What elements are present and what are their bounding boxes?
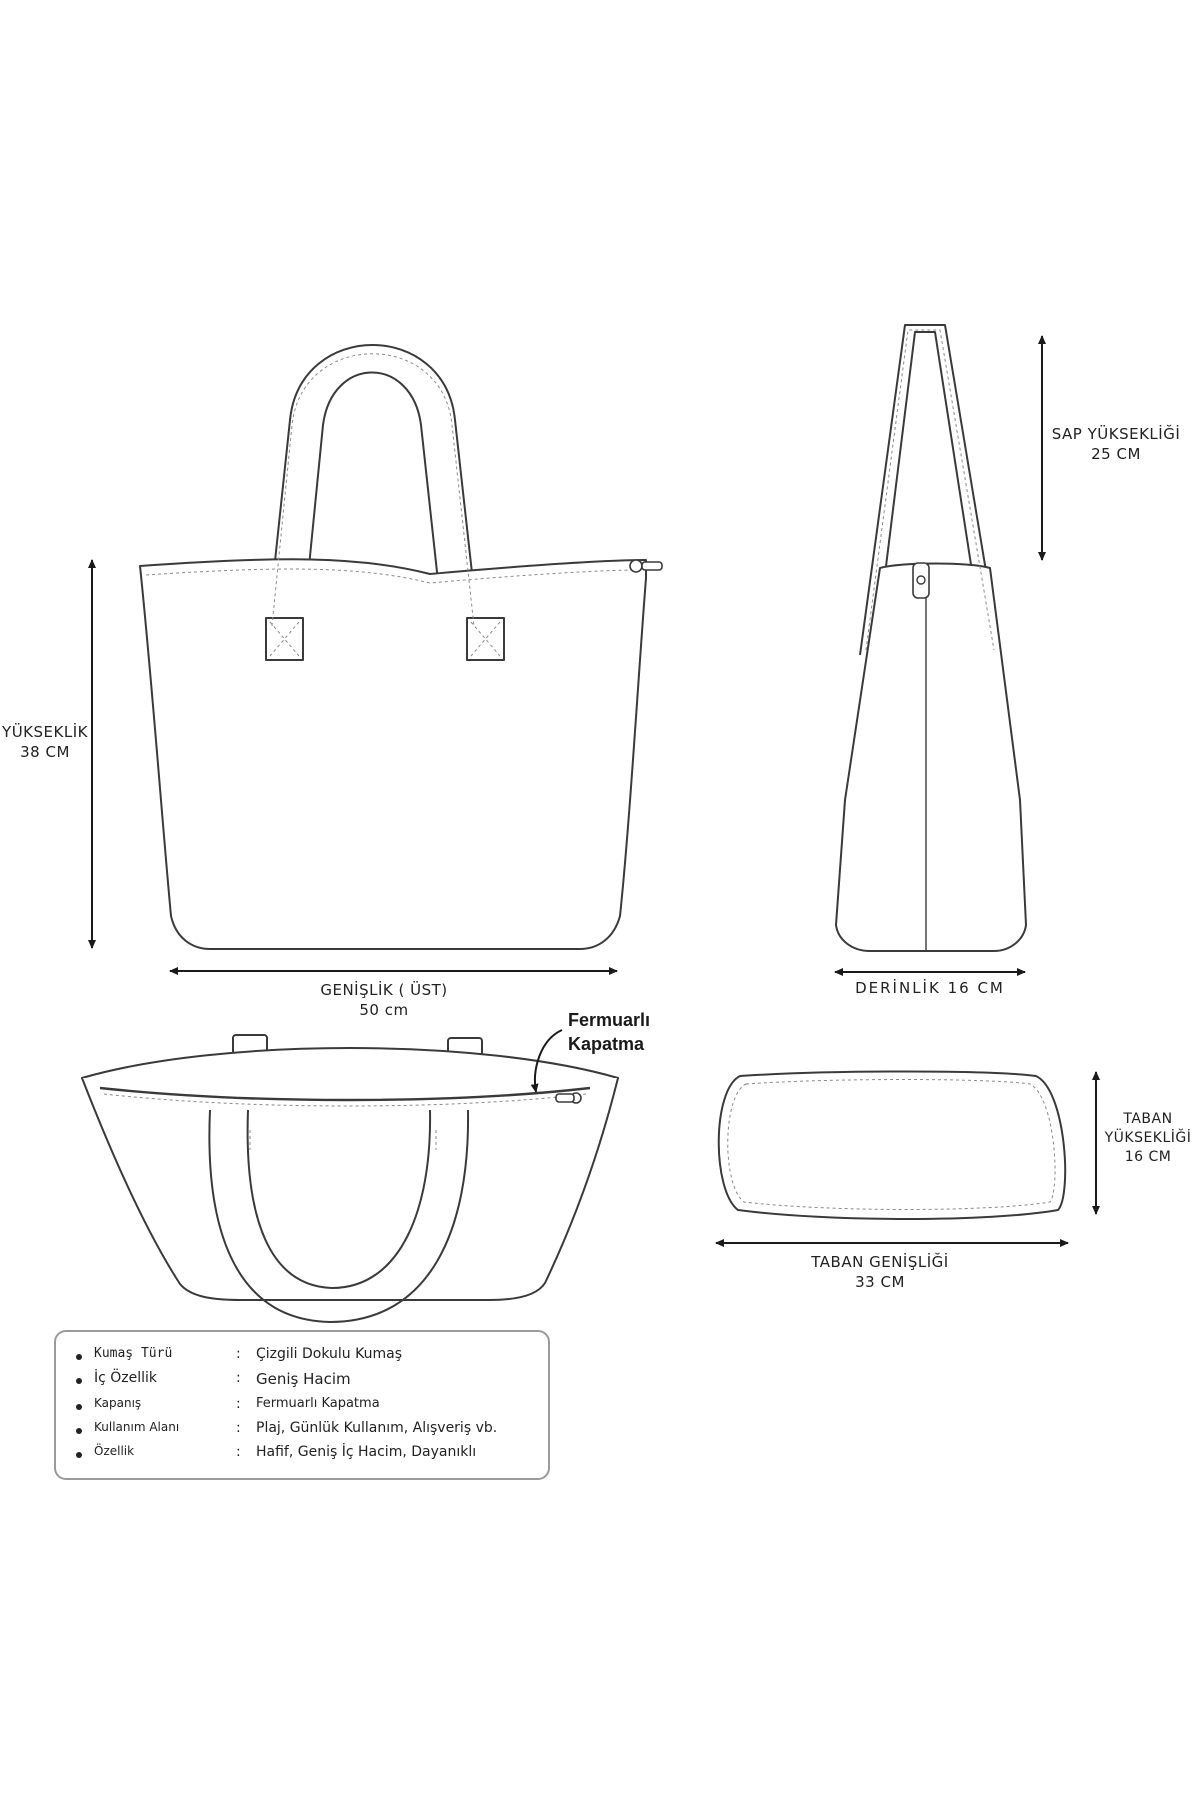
spec-colon: :	[236, 1370, 241, 1386]
height-label-title: YÜKSEKLİK	[2, 723, 88, 741]
width-label-value: 50 cm	[359, 1001, 409, 1020]
depth-label-text: DERİNLİK 16 CM	[855, 979, 1005, 997]
height-label-value: 38 CM	[20, 743, 70, 762]
spec-key: Kullanım Alanı	[94, 1420, 180, 1434]
spec-value: Fermuarlı Kapatma	[256, 1396, 380, 1411]
base-height-line2: YÜKSEKLİĞİ	[1104, 1129, 1192, 1146]
side-view-bag	[835, 324, 1027, 952]
zipper-callout: Fermuarlı Kapatma	[568, 1008, 650, 1057]
front-handle	[267, 344, 479, 628]
base-height-line1: TABAN	[1123, 1111, 1173, 1127]
base-width-label: TABAN GENİŞLİĞİ 33 CM	[780, 1252, 980, 1293]
side-body	[835, 562, 1027, 952]
spec-value: Plaj, Günlük Kullanım, Alışveriş vb.	[256, 1420, 498, 1436]
open-top-view-bag	[81, 1034, 619, 1323]
spec-key: Özellik	[94, 1444, 135, 1458]
zipper-callout-line1: Fermuarlı	[568, 1010, 651, 1030]
base-width-value: 33 CM	[855, 1273, 905, 1292]
spec-row: Kullanım Alanı : Plaj, Günlük Kullanım, …	[56, 1420, 548, 1444]
spec-table: Kumaş Türü : Çizgili Dokulu Kumaş İç Öze…	[54, 1330, 550, 1480]
bullet-icon	[76, 1354, 82, 1360]
handle-height-title: SAP YÜKSEKLİĞİ	[1051, 425, 1181, 443]
spec-value: Çizgili Dokulu Kumaş	[256, 1346, 402, 1362]
bullet-icon	[76, 1378, 82, 1384]
handle-height-label: SAP YÜKSEKLİĞİ 25 CM	[1036, 424, 1196, 465]
depth-label: DERİNLİK 16 CM	[830, 978, 1030, 998]
spec-row: Özellik : Hafif, Geniş İç Hacim, Dayanık…	[56, 1444, 548, 1468]
spec-key: İç Özellik	[94, 1370, 158, 1386]
height-label: YÜKSEKLİK 38 CM	[0, 722, 90, 763]
spec-colon: :	[236, 1396, 241, 1412]
zipper-callout-arrow	[530, 1029, 563, 1093]
base-height-line3: 16 CM	[1124, 1148, 1172, 1165]
spec-colon: :	[236, 1420, 241, 1436]
spec-value: Geniş Hacim	[256, 1370, 351, 1388]
width-label: GENİŞLİK ( ÜST) 50 cm	[284, 980, 484, 1021]
base-height-label: TABAN YÜKSEKLİĞİ 16 CM	[1096, 1110, 1200, 1167]
front-zipper-pull	[629, 559, 663, 573]
spec-row: Kumaş Türü : Çizgili Dokulu Kumaş	[56, 1346, 548, 1370]
zipper-callout-line2: Kapatma	[568, 1034, 645, 1055]
top-body	[81, 1077, 619, 1301]
base-view	[717, 1070, 1067, 1220]
bullet-icon	[76, 1428, 82, 1434]
base-width-title: TABAN GENİŞLİĞİ	[811, 1253, 949, 1271]
spec-colon: :	[236, 1346, 241, 1362]
bullet-icon	[76, 1452, 82, 1458]
spec-value: Hafif, Geniş İç Hacim, Dayanıklı	[256, 1444, 477, 1460]
handle-height-value: 25 CM	[1091, 445, 1141, 464]
top-handle	[208, 1109, 470, 1323]
width-label-title: GENİŞLİK ( ÜST)	[320, 981, 448, 999]
spec-row: Kapanış : Fermuarlı Kapatma	[56, 1396, 548, 1420]
handle-tab-right	[466, 617, 505, 661]
side-handle	[859, 324, 1001, 656]
front-body	[139, 558, 647, 950]
spec-key: Kumaş Türü	[94, 1346, 173, 1361]
top-zipper-pull	[555, 1092, 582, 1104]
spec-colon: :	[236, 1444, 241, 1460]
spec-row: İç Özellik : Geniş Hacim	[56, 1370, 548, 1394]
front-view-bag	[139, 344, 647, 950]
spec-key: Kapanış	[94, 1396, 142, 1410]
bullet-icon	[76, 1404, 82, 1410]
